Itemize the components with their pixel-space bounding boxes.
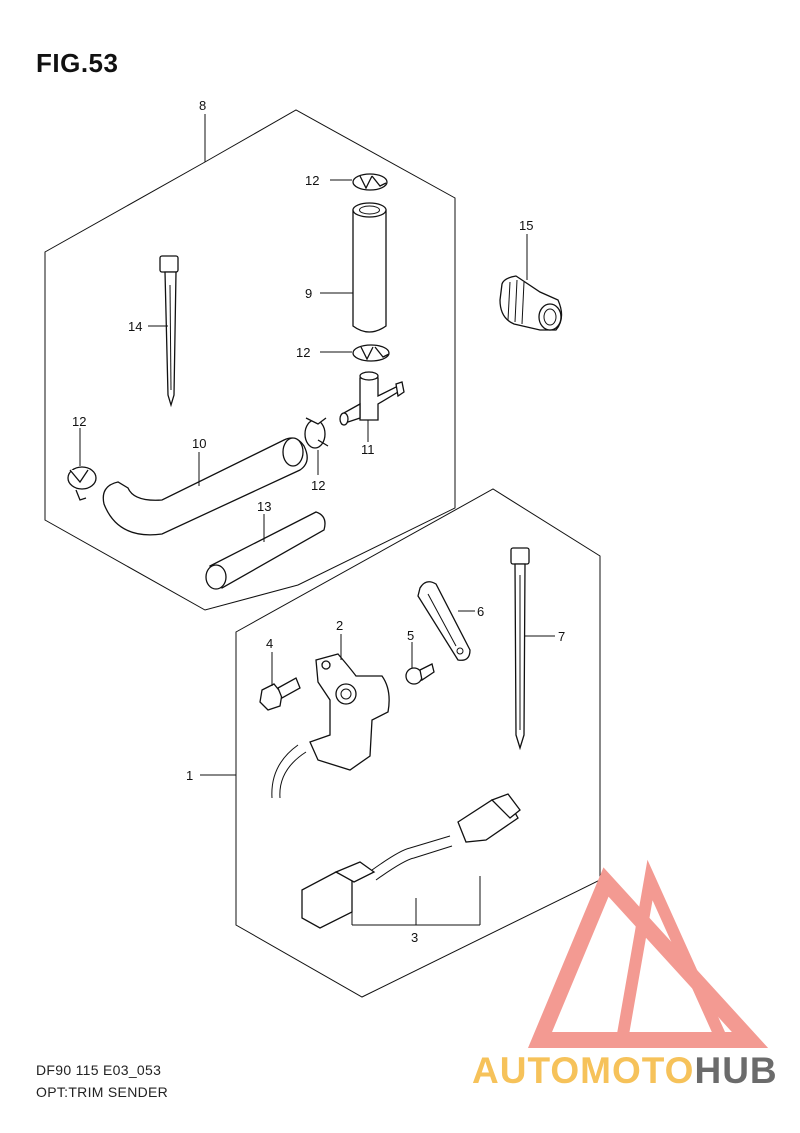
callout-9: 9: [305, 286, 312, 301]
bolt-4[interactable]: [259, 677, 301, 711]
figure-code: DF90 115 E03_053: [36, 1062, 162, 1078]
hose-9[interactable]: [352, 202, 387, 333]
hose-clip-top[interactable]: [352, 173, 388, 191]
watermark-brand: AUTOMOTOHUB: [472, 1050, 778, 1092]
brand-part-2: HUB: [694, 1050, 778, 1091]
callout-4: 4: [266, 636, 273, 651]
callout-5: 5: [407, 628, 414, 643]
hose-clip-right[interactable]: [304, 417, 329, 449]
callout-14: 14: [128, 319, 142, 334]
kit-8-outline: [44, 109, 456, 611]
figure-description: OPT:TRIM SENDER: [36, 1084, 169, 1100]
figure-title: FIG.53: [36, 48, 119, 78]
callout-10: 10: [192, 436, 206, 451]
hose-clip-left[interactable]: [67, 466, 97, 501]
hose-clip-middle[interactable]: [352, 344, 390, 362]
cable-tie-7[interactable]: [510, 547, 530, 751]
callout-12-top: 12: [305, 173, 319, 188]
hose-13[interactable]: [205, 511, 326, 590]
callout-13: 13: [257, 499, 271, 514]
fitting-15[interactable]: [499, 275, 563, 331]
callout-2: 2: [336, 618, 343, 633]
bent-hose-10[interactable]: [102, 437, 308, 536]
kit-1-outline: [235, 488, 601, 998]
harness-3[interactable]: [301, 793, 521, 929]
screw-5[interactable]: [405, 663, 435, 685]
watermark-logo: [527, 859, 769, 1048]
callout-1: 1: [186, 768, 193, 783]
brand-part-1: AUTOMOTO: [472, 1050, 695, 1091]
callout-12-middle: 12: [296, 345, 310, 360]
callout-12-left: 12: [72, 414, 86, 429]
callout-7: 7: [558, 629, 565, 644]
cable-tie-14[interactable]: [159, 255, 179, 408]
trim-sender-2[interactable]: [271, 653, 390, 799]
callout-15: 15: [519, 218, 533, 233]
callout-8: 8: [199, 98, 206, 113]
strap-6[interactable]: [417, 581, 471, 661]
callout-3: 3: [411, 930, 418, 945]
callout-12-right: 12: [311, 478, 325, 493]
t-joint-11[interactable]: [339, 371, 405, 426]
callout-11: 11: [361, 442, 375, 457]
callout-6: 6: [477, 604, 484, 619]
